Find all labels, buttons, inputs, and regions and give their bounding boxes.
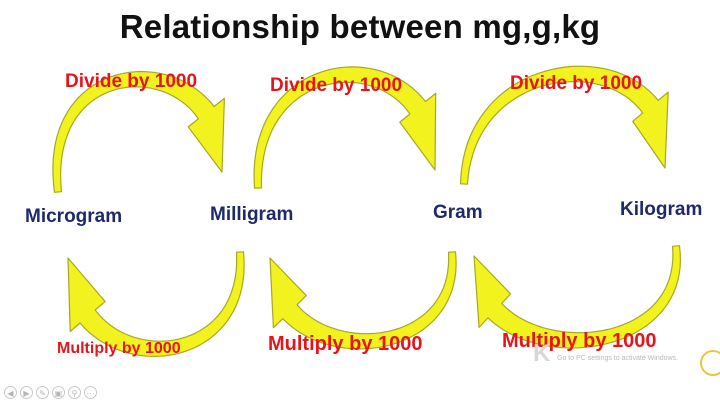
corner-circle-icon — [700, 350, 720, 376]
unit-kilogram: Kilogram — [620, 199, 703, 220]
unit-microgram: Microgram — [25, 206, 123, 227]
unit-gram: Gram — [433, 202, 483, 223]
divide-label-1: Divide by 1000 — [65, 71, 198, 92]
more-icon[interactable]: ⋯ — [84, 386, 97, 399]
multiply-arrow-2 — [269, 251, 457, 350]
slides-icon[interactable]: ▣ — [52, 386, 65, 399]
multiply-label-3: Multiply by 1000 — [502, 330, 657, 352]
multiply-label-1: Multiply by 1000 — [57, 340, 181, 357]
multiply-arrow-3 — [473, 245, 681, 349]
multiply-arrow-1 — [67, 251, 245, 357]
back-icon[interactable]: ◀ — [4, 386, 17, 399]
slide-title: Relationship between mg,g,kg — [119, 8, 601, 45]
presentation-toolbar: ◀ ▶ ✎ ▣ ⚲ ⋯ — [4, 386, 97, 399]
unit-milligram: Milligram — [210, 204, 294, 225]
divide-arrow-1 — [52, 70, 225, 193]
multiply-label-2: Multiply by 1000 — [268, 333, 423, 355]
forward-icon[interactable]: ▶ — [20, 386, 33, 399]
pen-icon[interactable]: ✎ — [36, 386, 49, 399]
divide-arrow-2 — [253, 66, 437, 189]
watermark-logo: K — [533, 340, 551, 367]
zoom-icon[interactable]: ⚲ — [68, 386, 81, 399]
activation-watermark: Go to PC settings to activate Windows. — [557, 355, 678, 362]
divide-label-3: Divide by 1000 — [510, 73, 643, 94]
divide-label-2: Divide by 1000 — [270, 75, 403, 96]
divide-arrow-3 — [459, 65, 669, 185]
